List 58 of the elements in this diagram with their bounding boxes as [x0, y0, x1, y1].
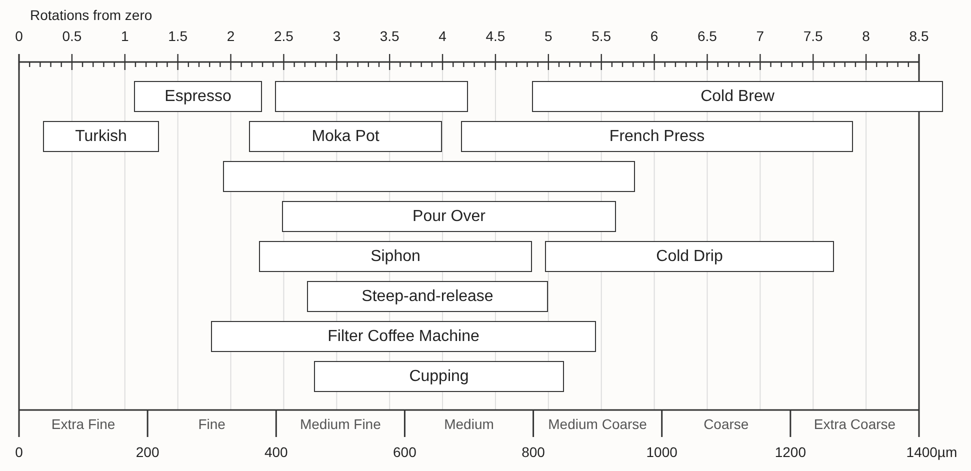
- method-label: Moka Pot: [312, 128, 380, 146]
- grind-category-label: Fine: [198, 416, 226, 432]
- range-bar: [223, 161, 635, 192]
- tick-label: 3.5: [380, 28, 400, 44]
- range-bar: [314, 361, 564, 392]
- micron-tick-label: 200: [136, 444, 160, 460]
- tick-label: 1: [120, 28, 129, 44]
- micron-tick-label: 1000: [646, 444, 678, 460]
- range-bar: [282, 201, 616, 232]
- method-label: Espresso: [164, 88, 232, 106]
- micron-tick-label: 1200: [774, 444, 806, 460]
- micron-tick-label: 600: [393, 444, 416, 460]
- method-label: Cold Drip: [656, 248, 723, 266]
- tick-label: 6: [650, 28, 658, 44]
- axis-title: Rotations from zero: [30, 7, 152, 23]
- tick-label: 2: [226, 28, 235, 44]
- range-bar: [532, 81, 943, 112]
- tick-label: 4.5: [486, 28, 506, 44]
- tick-label: 0.5: [62, 28, 82, 44]
- range-bar: [249, 121, 442, 152]
- grind-category-label: Coarse: [704, 416, 749, 432]
- grind-category-label: Extra Coarse: [814, 416, 896, 432]
- method-label: Cupping: [409, 368, 469, 386]
- micron-tick-label: 400: [264, 444, 288, 460]
- range-bar: [307, 281, 548, 312]
- grind-category-label: Medium Fine: [300, 416, 381, 432]
- tick-label: 0: [15, 28, 23, 44]
- tick-label: 1.5: [168, 28, 188, 44]
- range-bar: [134, 81, 262, 112]
- method-label: Pour Over: [412, 208, 486, 226]
- range-bar: [461, 121, 853, 152]
- range-bar: [259, 241, 532, 272]
- tick-label: 4: [438, 28, 446, 44]
- method-label: Steep-and-release: [362, 288, 494, 306]
- grind-category-label: Medium: [444, 416, 494, 432]
- tick-label: 7.5: [803, 28, 823, 44]
- tick-label: 5: [544, 28, 552, 44]
- method-label: Filter Coffee Machine: [328, 328, 480, 346]
- tick-label: 8: [862, 28, 870, 44]
- tick-label: 2.5: [274, 28, 294, 44]
- tick-label: 3: [332, 28, 341, 44]
- micron-tick-label: 800: [522, 444, 545, 460]
- range-bar: [275, 81, 468, 112]
- range-bar: [211, 321, 596, 352]
- micron-tick-label: 0: [15, 444, 23, 460]
- method-label: Turkish: [75, 128, 127, 146]
- micron-tick-label: 1400µm: [906, 444, 958, 460]
- range-bar: [43, 121, 159, 152]
- tick-label: 6.5: [698, 28, 717, 44]
- grind-category-label: Extra Fine: [51, 416, 116, 432]
- method-label: French Press: [609, 128, 705, 146]
- range-bar: [545, 241, 834, 272]
- tick-label: 5.5: [592, 28, 612, 44]
- method-label: Cold Brew: [700, 88, 774, 106]
- tick-label: 8.5: [909, 28, 929, 44]
- tick-label: 7: [756, 28, 764, 44]
- grind-category-label: Medium Coarse: [548, 416, 647, 432]
- method-label: Siphon: [370, 248, 420, 266]
